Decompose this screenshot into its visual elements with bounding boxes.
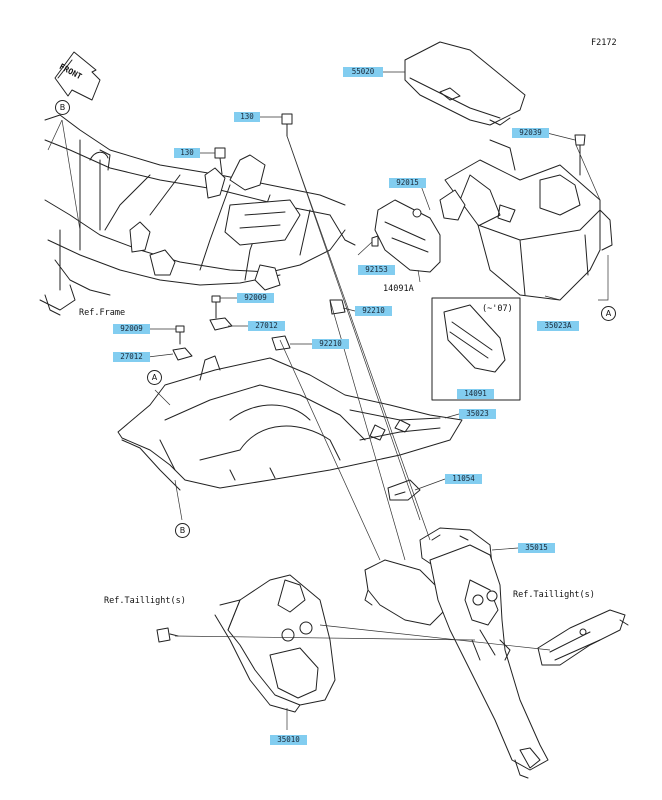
part-number-14091A: 14091A xyxy=(383,284,414,294)
seat-cover-drawing xyxy=(404,41,526,126)
front-arrow-icon xyxy=(54,51,101,101)
part-label-130-b[interactable]: 130 xyxy=(174,148,200,158)
ref-taillight-right-label: Ref.Taillight(s) xyxy=(513,590,595,600)
part-label-92153[interactable]: 92153 xyxy=(358,265,395,275)
inset-box xyxy=(431,297,521,401)
part-label-35023[interactable]: 35023 xyxy=(459,409,496,419)
part-label-27012-a[interactable]: 27012 xyxy=(248,321,285,331)
part-label-92039[interactable]: 92039 xyxy=(512,128,549,138)
tail-cover-drawing xyxy=(214,574,336,713)
part-label-35023A[interactable]: 35023A xyxy=(537,321,579,331)
undertray-drawing xyxy=(117,355,463,491)
rear-fender-drawing xyxy=(429,544,549,779)
callout-a-left: A xyxy=(147,370,162,385)
callout-a-right: A xyxy=(601,306,616,321)
part-label-27012-b[interactable]: 27012 xyxy=(113,352,150,362)
part-label-35010[interactable]: 35010 xyxy=(270,735,307,745)
part-label-130-a[interactable]: 130 xyxy=(234,112,260,122)
clips-drawing xyxy=(172,299,346,361)
part-label-92009-b[interactable]: 92009 xyxy=(113,324,150,334)
diagram-code: F2172 xyxy=(591,38,617,48)
part-label-11054[interactable]: 11054 xyxy=(445,474,482,484)
part-label-92210-b[interactable]: 92210 xyxy=(312,339,349,349)
part-label-92009-a[interactable]: 92009 xyxy=(237,293,274,303)
inset-note: (~'07) xyxy=(482,304,513,314)
ref-frame-label: Ref.Frame xyxy=(79,308,126,318)
part-label-92015[interactable]: 92015 xyxy=(389,178,426,188)
part-label-14091[interactable]: 14091 xyxy=(457,389,494,399)
part-label-92210-a[interactable]: 92210 xyxy=(355,306,392,316)
callout-b-bottom: B xyxy=(175,523,190,538)
ref-taillight-left-label: Ref.Taillight(s) xyxy=(104,596,186,606)
part-label-35015[interactable]: 35015 xyxy=(518,543,555,553)
bolts-drawing xyxy=(156,113,293,643)
side-cover-drawing xyxy=(371,199,441,273)
frame-drawing xyxy=(39,114,356,316)
callout-b-top: B xyxy=(55,100,70,115)
part-label-55020[interactable]: 55020 xyxy=(343,67,383,77)
right-taillight-drawing xyxy=(537,609,629,666)
battery-box-drawing xyxy=(439,134,613,301)
